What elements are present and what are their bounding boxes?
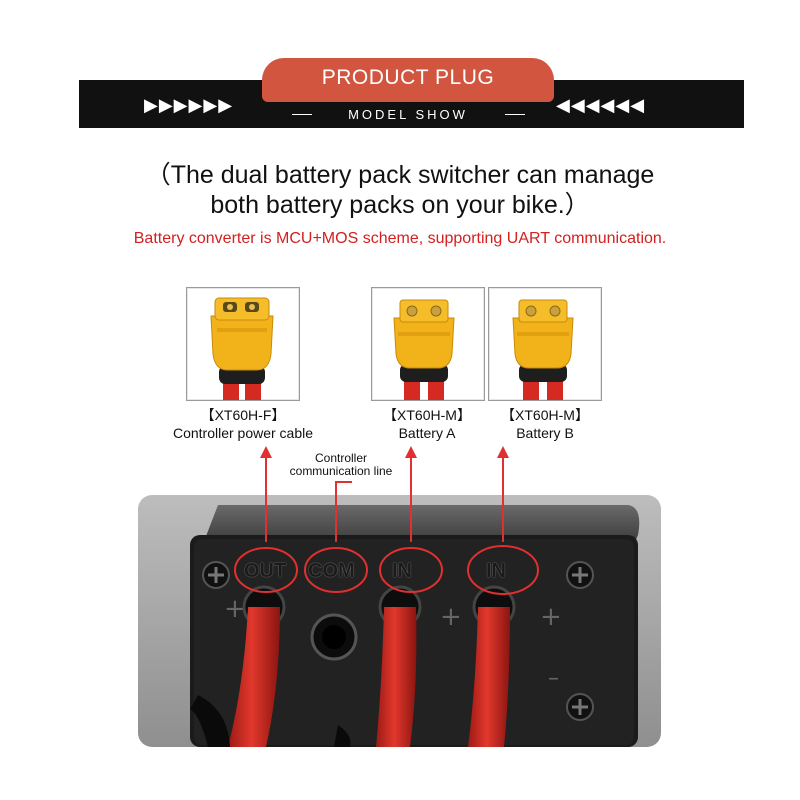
connector-photo-male-a [371,287,485,401]
headline-line-2: both battery packs on your bike.） [210,191,590,219]
scheme-note: Battery converter is MCU+MOS scheme, sup… [133,230,667,247]
port-out-label: OUT [244,560,287,582]
device-photo: + + + – [138,495,661,747]
banner-rule-right [505,114,525,115]
banner-subtitle: MODEL SHOW [348,107,468,122]
banner-arrows-left: ▶▶▶▶▶▶ [144,95,234,116]
banner-title: PRODUCT PLUG [321,66,495,89]
port-in-a-label: IN [392,560,412,582]
connector-label-controller: 【XT60H-F】 Controller power cable [150,406,336,442]
connector-label-battery-b: 【XT60H-M】 Battery B [486,406,604,442]
connector-desc: Battery B [516,425,574,441]
banner-arrows-right: ◀◀◀◀◀◀ [556,95,646,116]
connector-code: 【XT60H-M】 [383,407,471,423]
comm-line-label-2: communication line [289,464,393,478]
connector-code: 【XT60H-F】 [200,407,286,423]
svg-text:–: – [548,666,559,691]
connector-desc: Controller power cable [172,425,314,441]
banner-pill [262,58,554,102]
connector-photo-male-b [488,287,602,401]
connector-photo-female [186,287,300,401]
headline: （The dual battery pack switcher can mana… [60,160,740,220]
connector-desc: Battery A [398,425,456,441]
comm-line-label-1: Controller [314,451,368,465]
svg-text:+: + [540,602,562,632]
svg-text:+: + [440,602,462,632]
port-com-label: COM [308,560,355,582]
svg-text:+: + [224,594,246,624]
headline-line-1: （The dual battery pack switcher can mana… [145,161,655,189]
connector-label-battery-a: 【XT60H-M】 Battery A [368,406,486,442]
banner-rule-left [292,114,312,115]
connector-code: 【XT60H-M】 [501,407,589,423]
arrow-head-in-b [497,446,509,458]
port-in-b-label: IN [486,560,506,582]
comm-line-label: Controller communication line [266,452,416,478]
